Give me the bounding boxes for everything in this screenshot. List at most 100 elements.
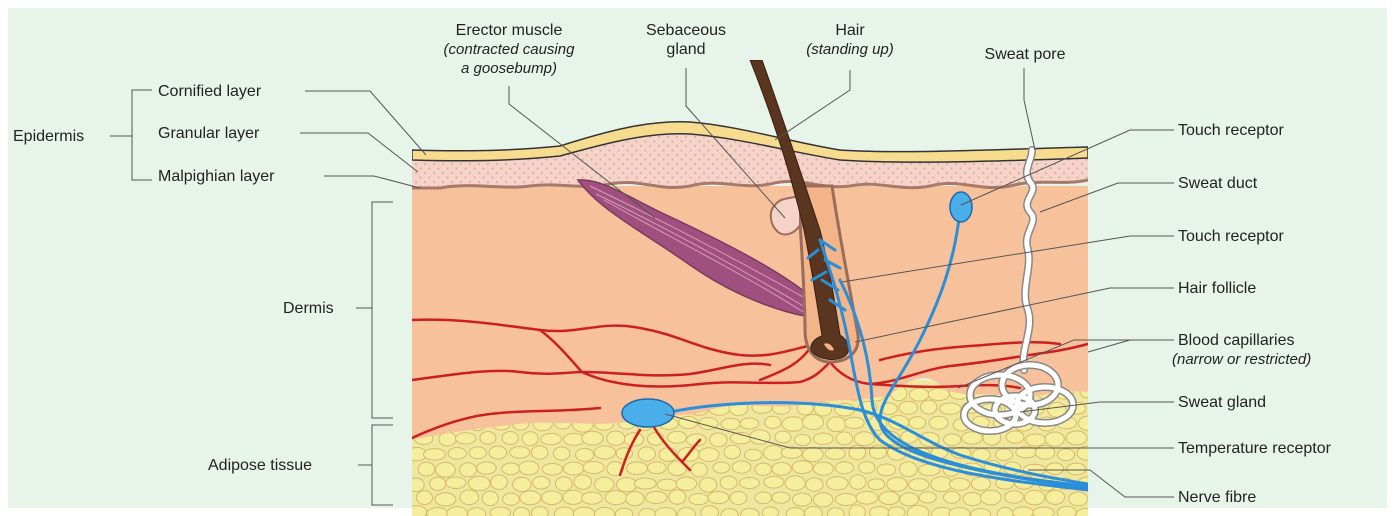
fat-cell xyxy=(667,431,686,443)
blood-capillaries-note: (narrow or restricted) xyxy=(1172,350,1311,369)
fat-cell xyxy=(909,417,926,429)
fat-cell xyxy=(762,507,778,516)
fat-cell xyxy=(708,491,729,503)
fat-cell xyxy=(971,477,990,490)
fat-cell xyxy=(657,479,677,490)
label-blood-capillaries: Blood capillaries (narrow or restricted) xyxy=(1178,331,1311,369)
fat-cell xyxy=(1046,490,1065,504)
fat-cell xyxy=(1058,449,1075,461)
fat-cell xyxy=(827,508,844,516)
fat-cell xyxy=(699,448,719,462)
fat-cell xyxy=(542,491,563,505)
fat-cell xyxy=(827,417,846,432)
fat-cell xyxy=(854,432,874,446)
fat-cell xyxy=(785,476,805,491)
fat-cell xyxy=(639,508,656,516)
hair-note: (standing up) xyxy=(806,40,894,59)
fat-cell xyxy=(710,433,727,447)
label-hair-follicle: Hair follicle xyxy=(1178,279,1256,298)
sebaceous-line-2: gland xyxy=(646,40,726,59)
fat-cell xyxy=(1033,507,1054,516)
fat-cell xyxy=(763,445,783,460)
label-sebaceous-gland: Sebaceous gland xyxy=(646,21,726,59)
fat-cell xyxy=(908,479,928,491)
fat-cell xyxy=(459,463,476,477)
fat-cell xyxy=(647,462,666,474)
fat-cell xyxy=(436,462,456,477)
fat-cell xyxy=(424,449,446,460)
fat-cell xyxy=(468,476,490,491)
label-granular-layer: Granular layer xyxy=(158,124,259,143)
fat-cell xyxy=(1045,432,1064,446)
fat-cell xyxy=(427,508,448,516)
fat-cell xyxy=(963,492,982,505)
fat-cell xyxy=(806,478,824,491)
fat-cell xyxy=(920,400,936,414)
hair-title: Hair xyxy=(806,21,894,40)
erector-muscle-note-1: (contracted causing xyxy=(444,40,575,59)
fat-cell xyxy=(995,449,1012,461)
fat-cell xyxy=(744,449,762,460)
fat-cell xyxy=(1066,431,1087,445)
fat-cell xyxy=(724,445,741,459)
fat-cell xyxy=(553,447,569,460)
fat-cell xyxy=(490,507,510,516)
fat-cell xyxy=(605,491,627,505)
fat-cell xyxy=(755,463,772,475)
fat-cell xyxy=(772,492,790,503)
fat-cell xyxy=(899,401,917,414)
fat-cell xyxy=(701,506,719,516)
fat-cell xyxy=(713,462,730,473)
fat-cell xyxy=(532,476,549,489)
fat-cell xyxy=(513,477,531,491)
fat-cell xyxy=(825,448,845,459)
label-dermis: Dermis xyxy=(283,299,334,318)
fat-cell xyxy=(430,477,446,490)
fat-cell xyxy=(531,507,548,516)
fat-cell xyxy=(573,507,595,516)
fat-cell xyxy=(469,447,486,459)
fat-cell xyxy=(1025,434,1046,446)
fat-cell xyxy=(581,492,602,504)
erector-muscle-note-2: a goosebump) xyxy=(444,59,575,78)
fat-cell xyxy=(939,403,960,414)
fat-cell xyxy=(460,490,479,505)
fat-cell xyxy=(971,509,991,516)
fat-cell xyxy=(792,493,811,506)
label-cornified-layer: Cornified layer xyxy=(158,82,261,101)
fat-cell xyxy=(418,462,435,476)
fat-cell xyxy=(850,475,866,490)
fat-cell xyxy=(638,447,655,461)
fat-cell xyxy=(792,461,813,474)
label-sweat-duct: Sweat duct xyxy=(1178,174,1257,193)
fat-cell xyxy=(502,463,520,475)
fat-cell xyxy=(765,416,782,428)
fat-cell xyxy=(781,447,802,459)
fat-cell xyxy=(563,490,584,504)
label-hair: Hair (standing up) xyxy=(806,21,894,59)
fat-cell xyxy=(877,464,896,476)
fat-cell xyxy=(740,418,759,429)
fat-cell xyxy=(435,493,456,506)
fat-cell xyxy=(870,507,889,516)
fat-cell xyxy=(1069,492,1088,506)
fat-cell xyxy=(615,508,633,516)
sebaceous-line-1: Sebaceous xyxy=(646,21,726,40)
temperature-receptor-capsule xyxy=(622,399,674,427)
fat-cell xyxy=(949,508,970,516)
fat-cell xyxy=(522,432,538,446)
fat-cell xyxy=(786,508,804,516)
fat-cell xyxy=(531,446,548,459)
label-malpighian-layer: Malpighian layer xyxy=(158,167,275,186)
fat-cell xyxy=(510,446,530,458)
fat-cell xyxy=(804,506,822,516)
fat-cell xyxy=(859,462,875,474)
fat-cell xyxy=(949,478,969,490)
fat-cell xyxy=(1025,490,1045,505)
fat-cell xyxy=(802,415,823,430)
fat-cell xyxy=(595,477,614,492)
fat-cell xyxy=(888,507,905,516)
fat-cell xyxy=(909,388,929,401)
fat-cell xyxy=(836,432,853,445)
